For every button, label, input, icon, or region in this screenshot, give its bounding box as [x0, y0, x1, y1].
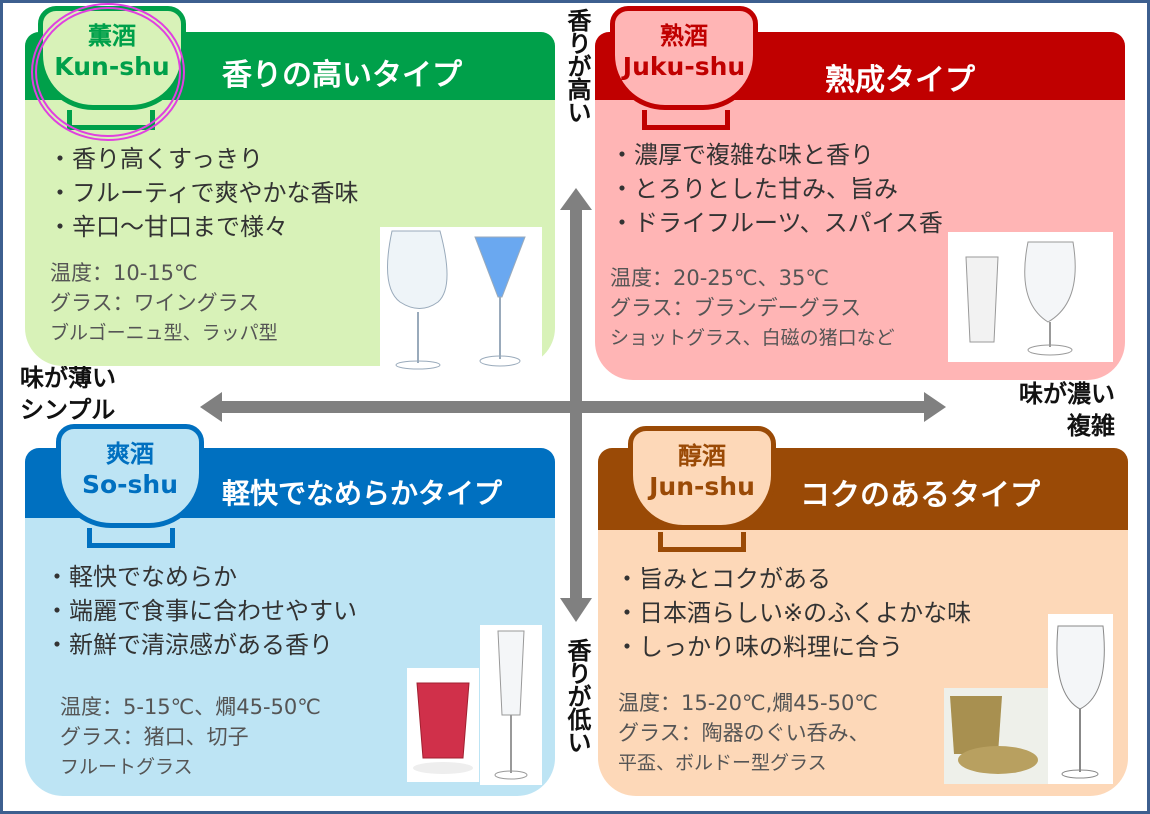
- kunshu-title: 香りの高いタイプ: [222, 58, 462, 93]
- kunshu-bullets: ・香り高くすっきり・フルーティで爽やかな香味・辛口～甘口まで様々: [48, 145, 359, 241]
- junshu-title: コクのあるタイプ: [800, 478, 1040, 513]
- bowl-foot: [642, 110, 730, 130]
- axis-label-light: 味が薄いシンプル: [20, 364, 116, 424]
- axis-label-aroma-low: 香りが低い: [563, 638, 591, 753]
- highlight-circle: [31, 3, 185, 141]
- horizontal-axis-arrow: [200, 392, 946, 422]
- bowl-foot: [658, 532, 746, 552]
- axis-label-rich: 味が濃い複雑: [1019, 380, 1115, 440]
- jukushu-title: 熟成タイプ: [825, 63, 975, 98]
- bowl-foot: [87, 528, 175, 548]
- ceramic-cup-image: [944, 688, 1049, 784]
- wine-glass-image: [380, 227, 542, 373]
- bordeaux-glass-image: [1048, 614, 1113, 784]
- axis-label-aroma-high: 香りが高い: [563, 8, 591, 123]
- bowl-foot: [67, 110, 155, 130]
- jukushu-bullets: ・濃厚で複雑な味と香り・とろりとした甘み、旨み・ドライフルーツ、スパイス香: [610, 141, 943, 237]
- junshu-bullets: ・旨みとコクがある・日本酒らしい※のふくよかな味・しっかり味の料理に合う: [615, 565, 972, 661]
- kiriko-glass-image: [407, 668, 479, 782]
- soshu-bullets: ・軽快でなめらか・端麗で食事に合わせやすい・新鮮で清涼感がある香り: [45, 563, 357, 659]
- soshu-title: 軽快でなめらかタイプ: [222, 477, 503, 510]
- flute-glass-image: [480, 625, 542, 785]
- brandy-glass-image: [948, 232, 1113, 362]
